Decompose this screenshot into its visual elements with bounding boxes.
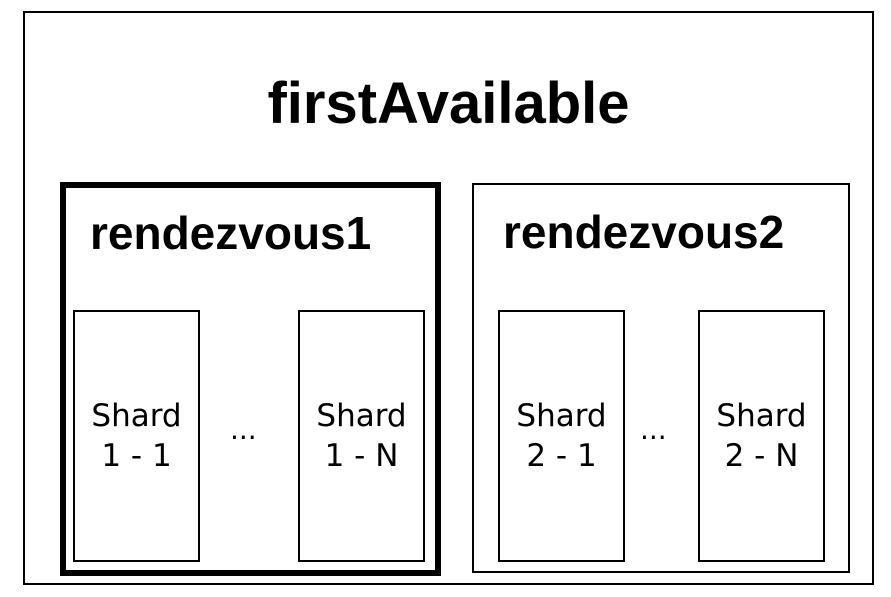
shard-2-1: Shard 2 - 1 bbox=[498, 310, 625, 562]
shard-id: 1 - N bbox=[324, 438, 399, 474]
shard-label: Shard bbox=[516, 398, 607, 434]
shard-label: Shard bbox=[316, 398, 407, 434]
shard-1-n: Shard 1 - N bbox=[298, 310, 425, 562]
shard-id: 1 - 1 bbox=[101, 438, 172, 474]
shard-label: Shard bbox=[716, 398, 807, 434]
group-label-rendezvous1: rendezvous1 bbox=[90, 207, 372, 259]
shard-ellipsis-group-1: ... bbox=[230, 413, 257, 446]
group-label-rendezvous2: rendezvous2 bbox=[503, 206, 785, 258]
diagram-title: firstAvailable bbox=[267, 71, 630, 136]
rendezvous2-group: rendezvous2 bbox=[472, 183, 850, 573]
shard-2-n: Shard 2 - N bbox=[698, 310, 825, 562]
shard-label: Shard bbox=[91, 398, 182, 434]
shard-ellipsis-group-2: ... bbox=[640, 413, 667, 446]
shard-id: 2 - 1 bbox=[526, 438, 597, 474]
shard-1-1: Shard 1 - 1 bbox=[73, 310, 200, 562]
rendezvous1-group: rendezvous1 bbox=[60, 182, 441, 576]
shard-id: 2 - N bbox=[724, 438, 799, 474]
first-available-container: firstAvailable bbox=[23, 11, 874, 585]
